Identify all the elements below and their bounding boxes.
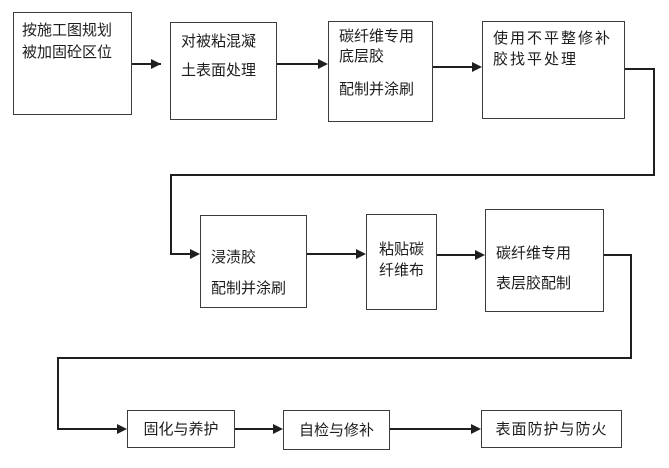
arrow-line-step6-step7 bbox=[437, 254, 475, 256]
flow-step-text: 固化与养护 bbox=[143, 419, 219, 438]
connector-step7-step8-seg4 bbox=[57, 357, 59, 430]
connector-step7-step8-seg3 bbox=[57, 357, 632, 359]
flow-step-text: 被加固砼区位 bbox=[22, 43, 113, 61]
connector-step4-step5-seg2 bbox=[653, 68, 655, 176]
arrow-line-step2-step3 bbox=[277, 63, 318, 65]
flow-step-paste-carbon-fiber: 粘贴碳 纤维布 bbox=[366, 214, 437, 310]
arrow-line-step8-step9 bbox=[235, 428, 273, 430]
flow-step-text: 对被粘混凝 bbox=[181, 32, 257, 50]
arrowhead-icon bbox=[117, 424, 127, 434]
flow-step-leveling-repair: 使用不平整修补 胶找平处理 bbox=[482, 21, 625, 119]
flow-step-text: 胶找平处理 bbox=[493, 50, 579, 68]
connector-step4-step5-seg1 bbox=[625, 68, 655, 70]
arrowhead-icon bbox=[151, 59, 161, 69]
connector-step7-step8-seg2 bbox=[630, 254, 632, 359]
arrow-line-into-step5 bbox=[170, 253, 191, 255]
connector-step7-step8-seg1 bbox=[604, 254, 632, 256]
flow-step-text: 碳纤维专用 bbox=[496, 244, 572, 262]
arrowhead-icon bbox=[273, 424, 283, 434]
arrowhead-icon bbox=[190, 249, 200, 259]
flow-step-text: 使用不平整修补 bbox=[493, 29, 613, 47]
flow-step-text: 表面防护与防火 bbox=[495, 419, 608, 438]
flow-step-text: 浸渍胶 bbox=[211, 248, 257, 266]
flow-step-text: 按施工图规划 bbox=[22, 21, 113, 39]
connector-step4-step5-seg4 bbox=[170, 174, 172, 254]
flow-step-text: 自检与修补 bbox=[298, 420, 374, 439]
arrowhead-icon bbox=[472, 62, 482, 72]
flow-step-text: 纤维布 bbox=[379, 261, 425, 279]
connector-step4-step5-seg3 bbox=[170, 174, 655, 176]
flow-step-plan-reinforced-zones: 按施工图规划 被加固砼区位 bbox=[13, 12, 132, 115]
flow-step-concrete-surface-prep: 对被粘混凝 土表面处理 bbox=[170, 22, 277, 120]
flow-step-top-coat-adhesive: 碳纤维专用 表层胶配制 bbox=[485, 209, 604, 312]
flow-step-text: 配制并涂刷 bbox=[211, 279, 287, 297]
flow-step-primer-adhesive: 碳纤维专用 底层胶 配制并涂刷 bbox=[328, 21, 433, 122]
flow-step-text: 土表面处理 bbox=[181, 61, 257, 79]
flow-step-text: 粘贴碳 bbox=[379, 240, 425, 258]
flow-step-surface-fire-protection: 表面防护与防火 bbox=[481, 410, 622, 448]
arrowhead-icon bbox=[356, 249, 366, 259]
flow-step-impregnating-adhesive: 浸渍胶 配制并涂刷 bbox=[200, 215, 307, 308]
flow-step-text: 底层胶 bbox=[339, 47, 385, 65]
arrow-line-into-step8 bbox=[57, 428, 117, 430]
flow-step-curing-maintenance: 固化与养护 bbox=[127, 410, 235, 448]
arrowhead-icon bbox=[475, 250, 485, 260]
arrowhead-icon bbox=[471, 424, 481, 434]
arrow-line-step5-step6 bbox=[307, 253, 356, 255]
arrow-line-step9-step10 bbox=[390, 428, 471, 430]
arrow-line-step1-step2 bbox=[132, 63, 161, 65]
arrow-line-step3-step4 bbox=[433, 66, 472, 68]
arrowhead-icon bbox=[318, 59, 328, 69]
flow-step-text: 配制并涂刷 bbox=[339, 80, 415, 98]
flow-step-self-check-repair: 自检与修补 bbox=[283, 410, 390, 450]
flow-step-text: 碳纤维专用 bbox=[339, 27, 415, 45]
flow-step-text: 表层胶配制 bbox=[496, 274, 572, 292]
